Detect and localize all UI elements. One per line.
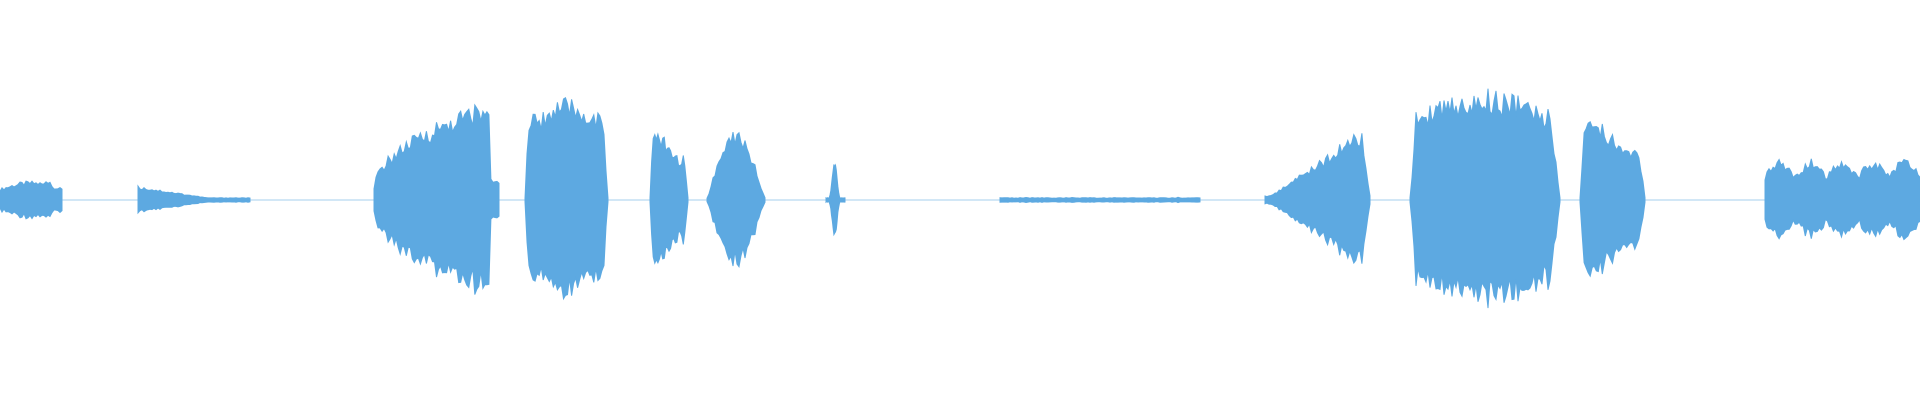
segment-12 xyxy=(1764,158,1920,241)
segment-11 xyxy=(1579,121,1646,278)
segment-2 xyxy=(137,184,251,215)
segment-1 xyxy=(0,180,63,220)
segment-9 xyxy=(1264,133,1371,265)
segment-10 xyxy=(1409,88,1561,309)
segment-3 xyxy=(373,103,500,295)
segment-6 xyxy=(706,131,766,269)
waveform-group xyxy=(0,88,1920,309)
segment-7 xyxy=(825,163,846,237)
segment-5 xyxy=(649,132,689,265)
segment-4 xyxy=(524,96,609,301)
segment-8 xyxy=(999,196,1201,204)
